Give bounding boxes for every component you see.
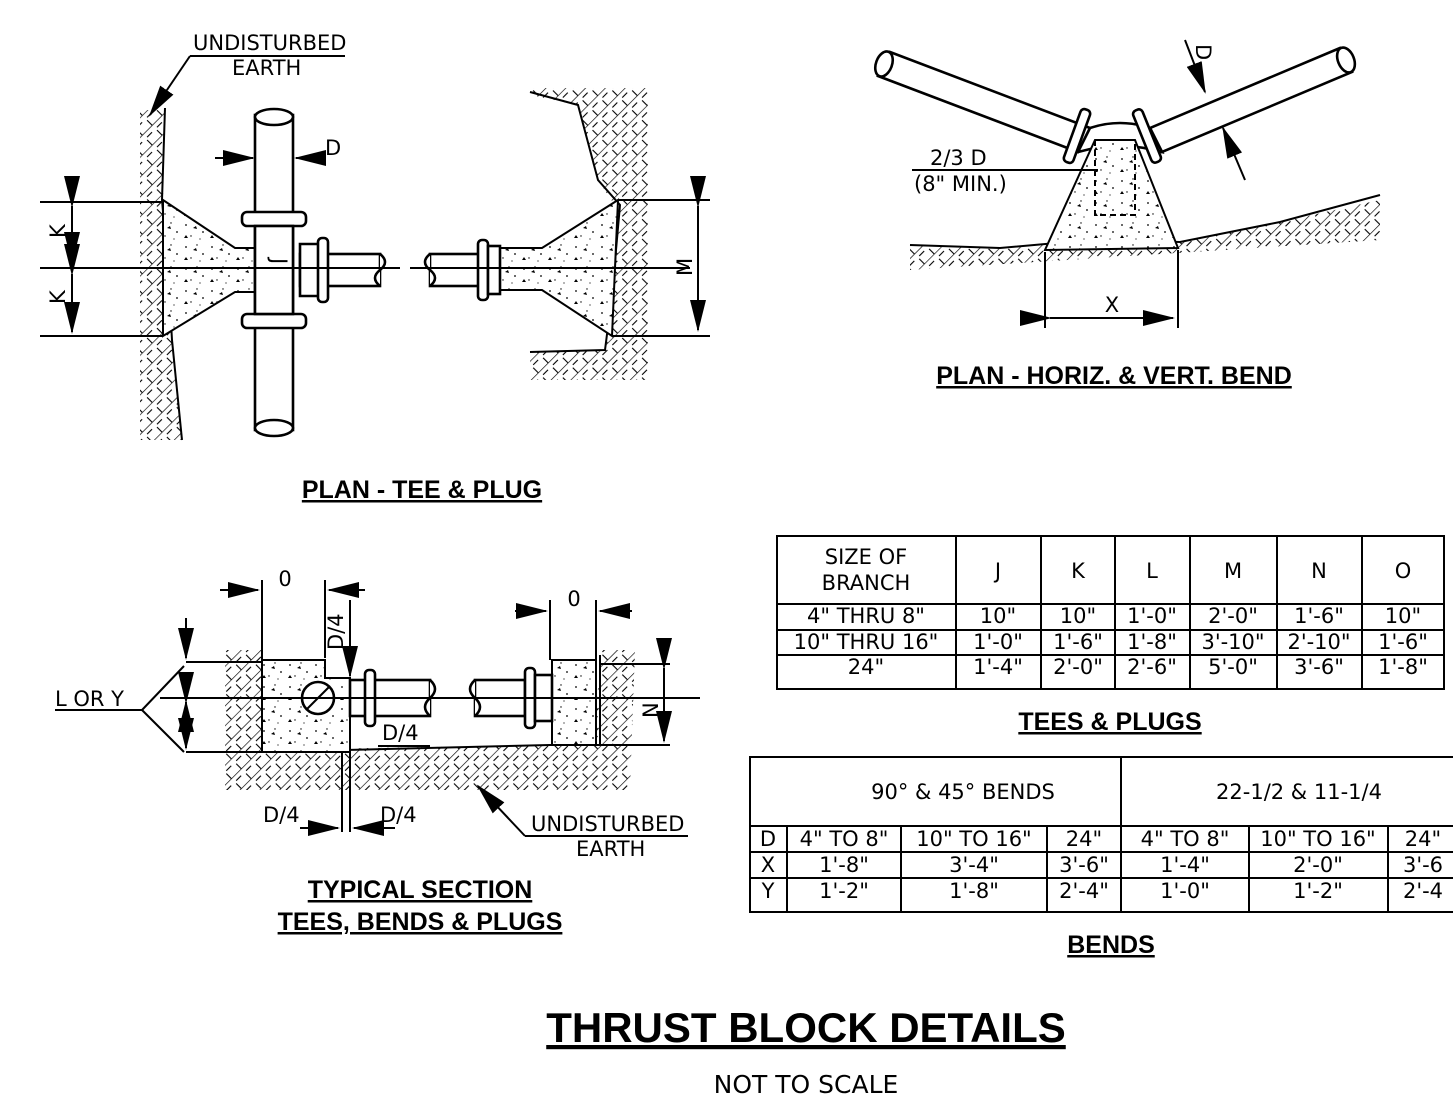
k-label-top: K xyxy=(46,223,70,238)
main-title: THRUST BLOCK DETAILS xyxy=(546,1004,1066,1051)
title-plan-bend: PLAN - HORIZ. & VERT. BEND xyxy=(936,362,1292,390)
title-tees-plugs: TEES & PLUGS xyxy=(1018,708,1201,736)
bends-key-d: D xyxy=(760,827,776,851)
tees-row1-n: 1'-6" xyxy=(1294,604,1344,628)
tees-row2-size: 10" THRU 16" xyxy=(794,630,939,654)
bends-group-1: 90° & 45° BENDS xyxy=(871,780,1055,804)
tees-row1-j: 10" xyxy=(980,604,1016,628)
tees-col-l: L xyxy=(1146,559,1158,583)
bends-y-5: 1'-2" xyxy=(1293,879,1343,903)
d4-label-vertical: D/4 xyxy=(324,613,348,650)
tees-row1-m: 2'-0" xyxy=(1208,604,1258,628)
bends-y-2: 1'-8" xyxy=(949,879,999,903)
bends-x-6: 3'-6 xyxy=(1403,853,1443,877)
tees-size-header-2: BRANCH xyxy=(822,571,911,595)
bends-x-5: 2'-0" xyxy=(1293,853,1343,877)
bends-x-2: 3'-4" xyxy=(949,853,999,877)
tees-row2-l: 1'-8" xyxy=(1127,630,1177,654)
tees-col-n: N xyxy=(1311,559,1327,583)
bends-d-6: 24" xyxy=(1405,827,1441,851)
title-bends: BENDS xyxy=(1067,931,1155,959)
title-typical-section-2: TEES, BENDS & PLUGS xyxy=(278,908,563,936)
tees-size-header-1: SIZE OF xyxy=(825,545,907,569)
tees-col-j: J xyxy=(993,559,1001,583)
plan-bend: 2/3 D (8" MIN.) D X PLAN - HORIZ. & VERT… xyxy=(873,39,1381,390)
bends-group-2: 22-1/2 & 11-1/4 xyxy=(1216,780,1382,804)
tees-row2-m: 3'-10" xyxy=(1201,630,1264,654)
k-label-bottom: K xyxy=(46,289,70,304)
tees-row3-k: 2'-0" xyxy=(1053,655,1103,679)
bends-d-1: 4" TO 8" xyxy=(800,827,889,851)
d-label-bend: D xyxy=(1191,44,1215,60)
tees-row2-j: 1'-0" xyxy=(973,630,1023,654)
typical-section: L OR Y 0 0 D/4 D/4 N D/4 D/4 UNDISTURBED… xyxy=(55,567,700,936)
undisturbed-label-2: UNDISTURBED xyxy=(531,812,684,836)
plan-tee-plug: UNDISTURBED EARTH J D K K xyxy=(40,31,710,504)
earth-label-2: EARTH xyxy=(576,837,645,861)
tees-row2-k: 1'-6" xyxy=(1053,630,1103,654)
d4-label-mid: D/4 xyxy=(382,721,419,745)
bends-y-6: 2'-4 xyxy=(1403,879,1443,903)
j-label: J xyxy=(267,256,291,264)
bends-key-x: X xyxy=(761,853,775,877)
scale-note: NOT TO SCALE xyxy=(714,1070,899,1099)
tees-row3-n: 3'-6" xyxy=(1294,655,1344,679)
tees-row2-o: 1'-6" xyxy=(1378,630,1428,654)
title-typical-section-1: TYPICAL SECTION xyxy=(308,876,533,904)
bends-key-y: Y xyxy=(761,879,775,903)
two-thirds-d-label: 2/3 D xyxy=(930,146,987,170)
tees-col-o: O xyxy=(1395,559,1412,583)
bends-d-4: 4" TO 8" xyxy=(1141,827,1230,851)
d-label-tee: D xyxy=(325,136,341,160)
tees-row3-m: 5'-0" xyxy=(1208,655,1258,679)
bends-y-1: 1'-2" xyxy=(819,879,869,903)
tees-plugs-table: SIZE OF BRANCH J K L M N O 4" THRU 8" 10… xyxy=(776,535,1445,736)
bends-y-4: 1'-0" xyxy=(1160,879,1210,903)
d4-label-bottom-left: D/4 xyxy=(263,803,300,827)
title-plan-tee-plug: PLAN - TEE & PLUG xyxy=(302,476,542,504)
eight-min-label: (8" MIN.) xyxy=(914,172,1007,196)
tees-row1-size: 4" THRU 8" xyxy=(807,604,925,628)
bends-d-2: 10" TO 16" xyxy=(916,827,1031,851)
tees-row3-o: 1'-8" xyxy=(1378,655,1428,679)
tees-row3-j: 1'-4" xyxy=(973,655,1023,679)
o-label-right: 0 xyxy=(567,587,580,611)
d4-label-bottom-right: D/4 xyxy=(380,803,417,827)
tees-row2-n: 2'-10" xyxy=(1287,630,1350,654)
tees-row1-k: 10" xyxy=(1060,604,1096,628)
l-or-y-label: L OR Y xyxy=(55,687,124,711)
bends-y-3: 2'-4" xyxy=(1059,879,1109,903)
undisturbed-label-1: UNDISTURBED xyxy=(193,31,346,55)
tees-row3-size: 24" xyxy=(848,655,884,679)
earth-label-1: EARTH xyxy=(232,56,301,80)
bends-d-5: 10" TO 16" xyxy=(1260,827,1375,851)
tees-col-k: K xyxy=(1071,559,1086,583)
bends-d-3: 24" xyxy=(1066,827,1102,851)
x-label: X xyxy=(1105,293,1119,317)
n-label: N xyxy=(639,702,663,718)
o-label-left: 0 xyxy=(278,567,291,591)
bends-x-4: 1'-4" xyxy=(1160,853,1210,877)
m-label: M xyxy=(673,258,697,276)
bends-x-3: 3'-6" xyxy=(1059,853,1109,877)
tees-row1-l: 1'-0" xyxy=(1127,604,1177,628)
tees-row3-l: 2'-6" xyxy=(1127,655,1177,679)
bends-table: 90° & 45° BENDS 22-1/2 & 11-1/4 D 4" TO … xyxy=(749,756,1453,959)
tees-row1-o: 10" xyxy=(1385,604,1421,628)
tees-col-m: M xyxy=(1224,559,1242,583)
bends-x-1: 1'-8" xyxy=(819,853,869,877)
